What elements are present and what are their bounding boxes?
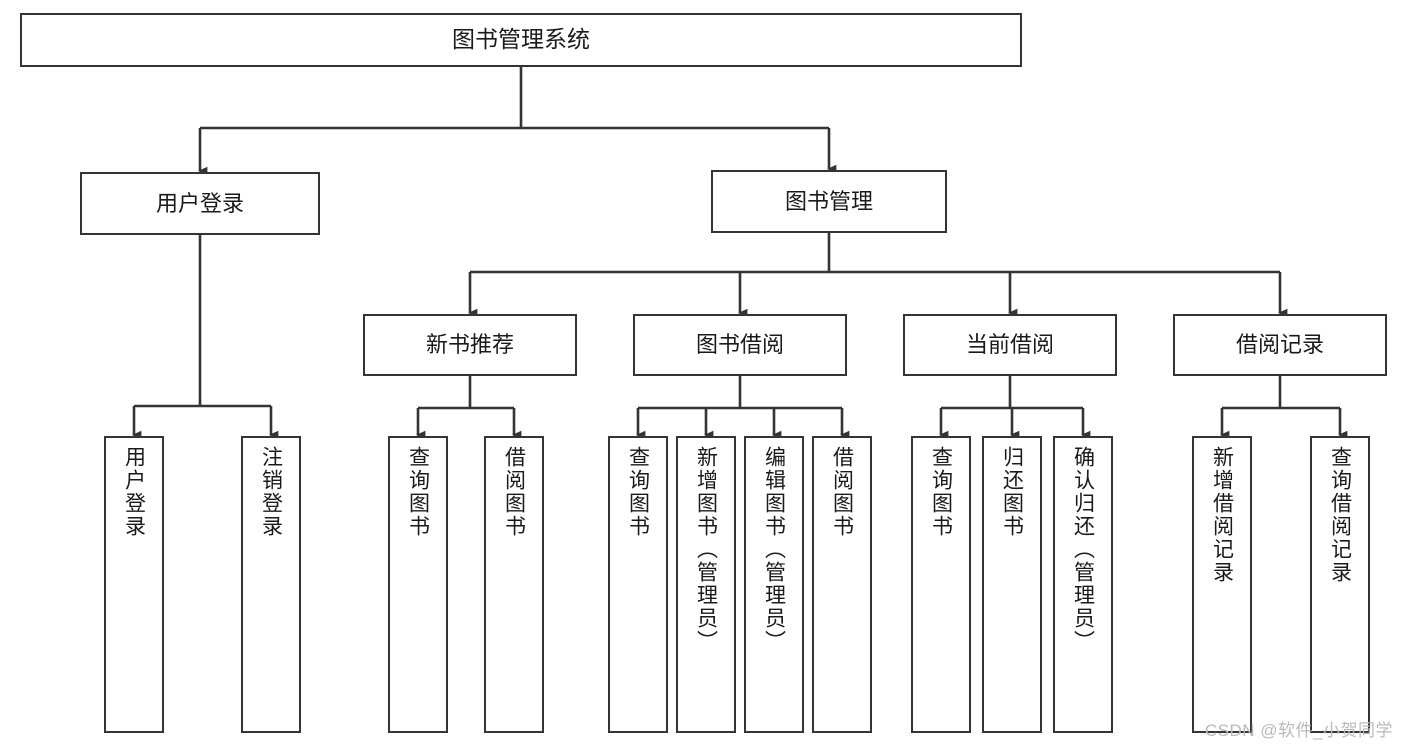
node-label: 新增图书（管理员） <box>694 446 718 653</box>
node-label: 归还图书 <box>1000 446 1024 538</box>
node-login[interactable]: 用户登录 <box>80 172 320 235</box>
node-newbook[interactable]: 新书推荐 <box>363 314 577 376</box>
node-label: 注销登录 <box>259 446 283 538</box>
node-label: 确认归还（管理员） <box>1071 446 1095 653</box>
node-label: 图书借阅 <box>695 332 784 358</box>
node-leaf-login-2[interactable]: 注销登录 <box>241 436 301 733</box>
node-label: 查询图书 <box>406 446 430 538</box>
node-leaf-new-1[interactable]: 查询图书 <box>388 436 448 733</box>
node-label: 借阅图书 <box>502 446 526 538</box>
node-label: 查询借阅记录 <box>1328 446 1352 584</box>
node-leaf-login-1[interactable]: 用户登录 <box>104 436 164 733</box>
node-leaf-new-2[interactable]: 借阅图书 <box>484 436 544 733</box>
node-current[interactable]: 当前借阅 <box>903 314 1117 376</box>
node-label: 用户登录 <box>122 446 146 538</box>
node-label: 新增借阅记录 <box>1210 446 1234 584</box>
node-label: 用户登录 <box>155 190 244 216</box>
node-root[interactable]: 图书管理系统 <box>20 13 1022 67</box>
node-leaf-rec-1[interactable]: 新增借阅记录 <box>1192 436 1252 733</box>
node-label: 借阅记录 <box>1235 332 1324 358</box>
node-label: 新书推荐 <box>425 332 514 358</box>
watermark-text: CSDN @软件_小贺同学 <box>1204 721 1393 740</box>
node-leaf-cur-1[interactable]: 查询图书 <box>911 436 971 733</box>
node-leaf-rec-2[interactable]: 查询借阅记录 <box>1310 436 1370 733</box>
node-leaf-cur-3[interactable]: 确认归还（管理员） <box>1053 436 1113 733</box>
node-records[interactable]: 借阅记录 <box>1173 314 1387 376</box>
node-label: 图书管理 <box>784 188 873 214</box>
node-leaf-borrow-4[interactable]: 借阅图书 <box>812 436 872 733</box>
node-label: 查询图书 <box>626 446 650 538</box>
node-label: 当前借阅 <box>965 332 1054 358</box>
node-label: 查询图书 <box>929 446 953 538</box>
node-label: 编辑图书（管理员） <box>762 446 786 653</box>
node-leaf-cur-2[interactable]: 归还图书 <box>982 436 1042 733</box>
node-leaf-borrow-1[interactable]: 查询图书 <box>608 436 668 733</box>
node-leaf-borrow-2[interactable]: 新增图书（管理员） <box>676 436 736 733</box>
node-leaf-borrow-3[interactable]: 编辑图书（管理员） <box>744 436 804 733</box>
node-label: 图书管理系统 <box>452 26 590 53</box>
node-label: 借阅图书 <box>830 446 854 538</box>
node-borrow[interactable]: 图书借阅 <box>633 314 847 376</box>
node-bookmgmt[interactable]: 图书管理 <box>711 170 947 233</box>
